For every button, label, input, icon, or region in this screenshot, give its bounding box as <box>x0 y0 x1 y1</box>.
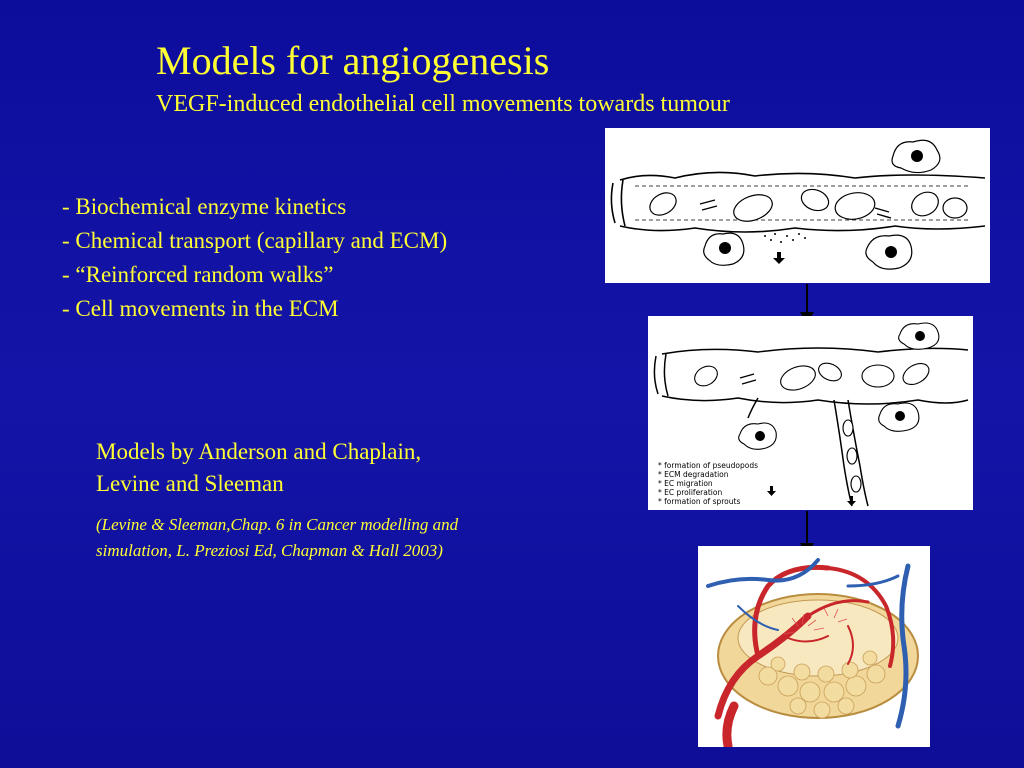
legend-item: * ECM degradation <box>658 470 729 479</box>
capillary-drawing-2: * formation of pseudopods * ECM degradat… <box>653 322 969 507</box>
capillary-diagram-1 <box>605 128 990 283</box>
bullet-list: - Biochemical enzyme kinetics - Chemical… <box>62 190 447 326</box>
capillary-diagram-2: * formation of pseudopods * ECM degradat… <box>648 316 973 510</box>
models-line: Levine and Sleeman <box>96 471 284 496</box>
bullet-item: - Chemical transport (capillary and ECM) <box>62 228 448 253</box>
vascularized-tumour-illustration <box>698 546 930 747</box>
tumour-drawing <box>706 558 919 747</box>
legend-item: * EC proliferation <box>658 488 722 497</box>
citation-text: (Levine & Sleeman,Chap. 6 in Cancer mode… <box>96 512 458 564</box>
citation-line: simulation, L. Preziosi Ed, Chapman & Ha… <box>96 541 443 560</box>
legend-item: * formation of pseudopods <box>658 461 758 470</box>
models-line: Models by Anderson and Chaplain, <box>96 439 422 464</box>
bullet-item: - “Reinforced random walks” <box>62 262 334 287</box>
slide-title: Models for angiogenesis <box>156 38 550 83</box>
diagram-legend: * formation of pseudopods * ECM degradat… <box>658 461 758 506</box>
slide-subtitle: VEGF-induced endothelial cell movements … <box>156 91 730 117</box>
bullet-item: - Biochemical enzyme kinetics <box>62 194 347 219</box>
legend-item: * EC migration <box>658 479 713 488</box>
capillary-drawing-1 <box>610 139 986 270</box>
models-text: Models by Anderson and Chaplain, Levine … <box>96 436 421 500</box>
citation-line: (Levine & Sleeman,Chap. 6 in Cancer mode… <box>96 515 459 534</box>
legend-item: * formation of sprouts <box>658 497 740 506</box>
bullet-item: - Cell movements in the ECM <box>62 296 339 321</box>
